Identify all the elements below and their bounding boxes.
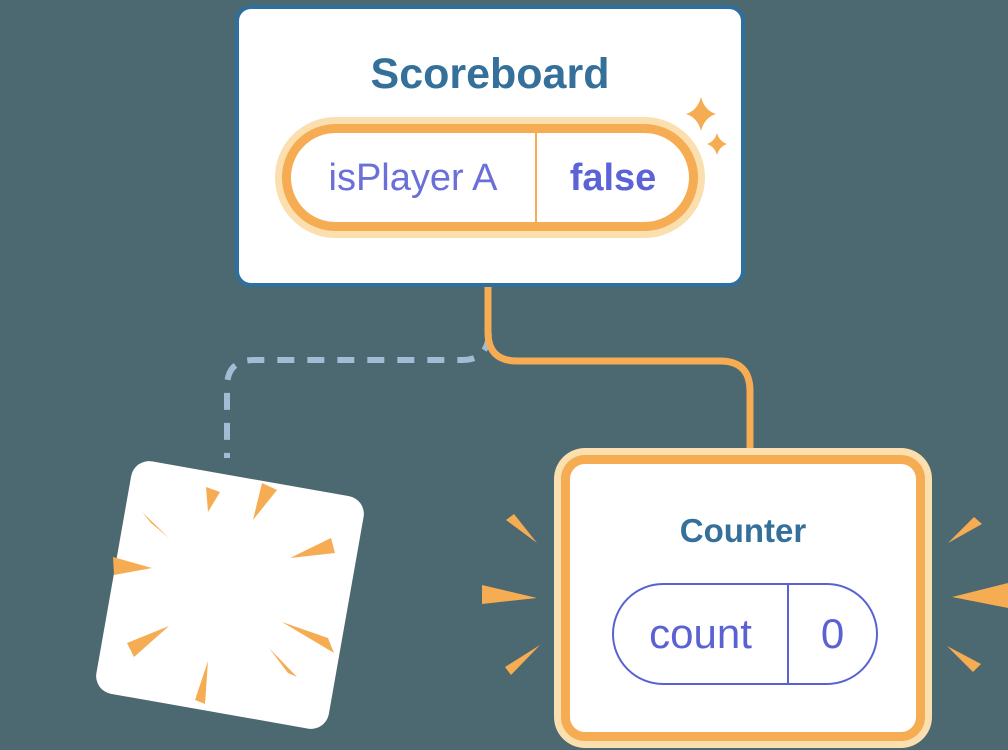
burst-mark [482,585,537,604]
counter-state-pill: count 0 [612,583,878,685]
parent-child-connector [484,284,754,470]
poof-spark [269,648,297,677]
counter-card: Counter count 0 [561,455,925,741]
poof-spark [142,512,169,538]
state-label: isPlayer A [328,156,498,199]
counter-title: Counter [679,512,807,549]
poof-spark [195,661,208,704]
burst-mark [952,583,1008,608]
pill-divider [535,133,537,222]
scoreboard-state-pill: isPlayer A false [282,124,698,231]
burst-mark [505,645,540,675]
burst-mark [948,517,982,543]
poof-spark [282,622,334,653]
poof-icon [96,461,364,729]
removed-child-connector-dashed [224,333,492,458]
state-value: 0 [820,610,845,657]
burst-emphasis-icon [482,514,1008,675]
burst-mark [506,514,537,543]
poof-spark [253,483,277,520]
poof-spark [127,626,169,657]
poof-spark [290,538,335,558]
state-label: count [649,610,752,657]
poof-spark [206,487,220,512]
poof-spark [113,557,152,575]
pill-divider [787,585,789,683]
scoreboard-title: Scoreboard [370,50,610,98]
poof-card [96,461,364,729]
state-value: false [569,156,657,199]
burst-mark [947,646,981,672]
scoreboard-card: Scoreboard isPlayer A false [235,5,745,287]
